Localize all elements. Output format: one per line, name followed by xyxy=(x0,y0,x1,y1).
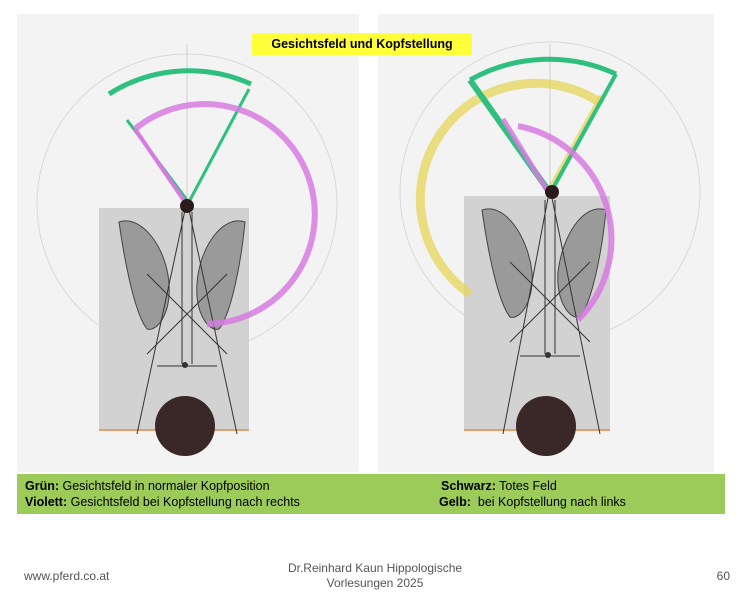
footer-author-line1: Dr.Reinhard Kaun Hippologische xyxy=(287,561,463,575)
violet-field-edge xyxy=(500,117,551,194)
footer-author-line2: Vorlesungen 2025 xyxy=(326,576,424,590)
legend-item-yellow: Gelb: bei Kopfstellung nach links xyxy=(439,494,626,510)
green-field-arc xyxy=(107,68,253,97)
violet-field-edge xyxy=(133,127,187,204)
left-illustration-panel xyxy=(17,14,359,472)
vertex-point xyxy=(180,199,194,213)
legend-separator: : xyxy=(54,479,60,493)
legend-box: Grün: Gesichtsfeld in normaler Kopfposit… xyxy=(17,474,725,514)
legend-separator: : xyxy=(62,495,68,509)
legend-item-violet: Violett: Gesichtsfeld bei Kopfstellung n… xyxy=(25,494,300,510)
eye-node xyxy=(182,362,188,368)
black-dead-field xyxy=(155,396,215,456)
vertex-point xyxy=(545,185,559,199)
legend-label: Gelb: xyxy=(439,495,471,509)
legend-label: Grün xyxy=(25,479,55,493)
violet-field-arc xyxy=(517,123,615,323)
legend-text: Totes Feld xyxy=(495,479,557,493)
green-field-arc xyxy=(468,56,618,83)
page-number: 60 xyxy=(716,569,730,583)
left-ear-shape xyxy=(481,208,533,318)
legend-label: Violett xyxy=(25,495,63,509)
legend-label: Schwarz: xyxy=(441,479,496,493)
legend-text: Gesichtsfeld bei Kopfstellung nach recht… xyxy=(67,495,300,509)
head-turned-diagram xyxy=(399,41,701,456)
legend-item-black: Schwarz: Totes Feld xyxy=(441,478,557,494)
legend-text: bei Kopfstellung nach links xyxy=(470,495,626,509)
optic-lines xyxy=(502,197,601,435)
yellow-field-arc xyxy=(415,78,605,298)
legend-item-green: Grün: Gesichtsfeld in normaler Kopfposit… xyxy=(25,478,270,494)
violet-field-arc xyxy=(133,101,318,327)
legend-text: Gesichtsfeld in normaler Kopfposition xyxy=(59,479,270,493)
footer-url: www.pferd.co.at xyxy=(24,569,110,583)
eye-node xyxy=(545,352,551,358)
normal-head-position-diagram xyxy=(36,44,338,456)
slide-title: Gesichtsfeld und Kopfstellung xyxy=(252,33,472,55)
left-ear-shape xyxy=(118,220,170,330)
footer-author: Dr.Reinhard Kaun Hippologische Vorlesung… xyxy=(250,561,500,591)
black-dead-field xyxy=(516,396,576,456)
green-field-right-edge xyxy=(550,73,618,191)
right-ear-shape xyxy=(557,208,607,318)
right-illustration-panel xyxy=(378,14,714,472)
